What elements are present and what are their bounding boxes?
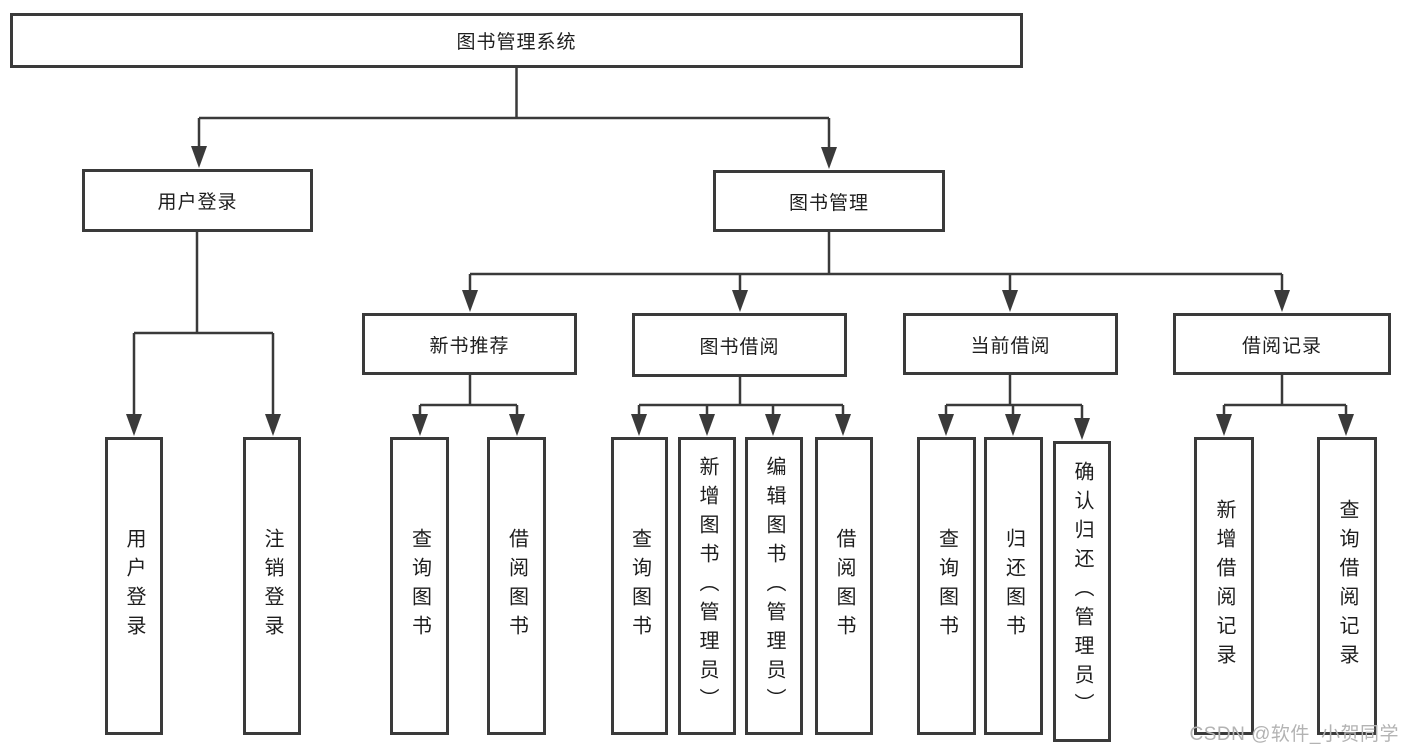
leaf-return-books-label: 归还图书 — [1002, 528, 1025, 644]
leaf-logout-label: 注销登录 — [261, 528, 283, 644]
leaf-edit-books-admin: 编辑图书（管理员） — [745, 437, 803, 735]
leaf-user-login: 用户登录 — [105, 437, 163, 735]
leaf-query-books-recommend-label: 查询图书 — [408, 528, 431, 644]
leaf-return-books: 归还图书 — [984, 437, 1043, 735]
node-new-book-recommendation: 新书推荐 — [362, 313, 577, 375]
leaf-query-borrow-record-label: 查询借阅记录 — [1336, 499, 1358, 673]
leaf-borrow-books-label: 借阅图书 — [833, 528, 855, 644]
leaf-add-borrow-record: 新增借阅记录 — [1194, 437, 1254, 735]
leaf-confirm-return-admin: 确认归还（管理员） — [1053, 441, 1111, 742]
leaf-add-borrow-record-label: 新增借阅记录 — [1213, 499, 1235, 673]
leaf-borrow-books-recommend: 借阅图书 — [487, 437, 546, 735]
leaf-query-books-current-label: 查询图书 — [935, 528, 958, 644]
leaf-query-books-recommend: 查询图书 — [390, 437, 449, 735]
node-borrowing-records: 借阅记录 — [1173, 313, 1391, 375]
node-library-system-label: 图书管理系统 — [456, 32, 577, 53]
leaf-borrow-books: 借阅图书 — [815, 437, 873, 735]
leaf-confirm-return-admin-label: 确认归还（管理员） — [1071, 461, 1093, 722]
leaf-add-books-admin: 新增图书（管理员） — [678, 437, 736, 735]
node-library-system: 图书管理系统 — [10, 13, 1023, 68]
csdn-watermark: CSDN @软件_小贺同学 — [1189, 724, 1399, 745]
node-user-login: 用户登录 — [82, 169, 313, 232]
leaf-edit-books-admin-label: 编辑图书（管理员） — [763, 455, 785, 717]
leaf-query-borrow-record: 查询借阅记录 — [1317, 437, 1377, 735]
node-book-management-label: 图书管理 — [788, 192, 869, 214]
leaf-logout: 注销登录 — [243, 437, 301, 735]
node-current-borrowing-label: 当前借阅 — [970, 335, 1051, 357]
node-book-borrowing: 图书借阅 — [632, 313, 847, 377]
node-user-login-label: 用户登录 — [157, 192, 238, 213]
node-borrowing-records-label: 借阅记录 — [1241, 335, 1322, 357]
leaf-add-books-admin-label: 新增图书（管理员） — [696, 455, 718, 717]
leaf-query-books-borrowing: 查询图书 — [611, 437, 668, 735]
node-book-borrowing-label: 图书借阅 — [699, 336, 780, 358]
leaf-borrow-books-recommend-label: 借阅图书 — [505, 528, 528, 644]
node-new-book-recommendation-label: 新书推荐 — [429, 335, 510, 357]
leaf-query-books-borrowing-label: 查询图书 — [628, 528, 651, 644]
node-book-management: 图书管理 — [713, 170, 945, 232]
leaf-query-books-current: 查询图书 — [917, 437, 976, 735]
node-current-borrowing: 当前借阅 — [903, 313, 1118, 375]
leaf-user-login-label: 用户登录 — [123, 528, 145, 644]
